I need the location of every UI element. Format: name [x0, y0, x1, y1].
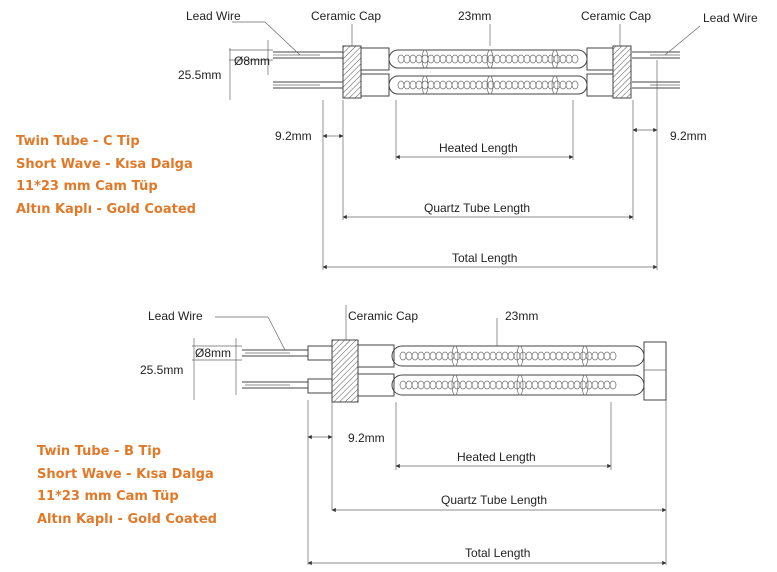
- c-label-quartz-length: Quartz Tube Length: [424, 201, 530, 215]
- b-label-wire-diameter: Ø8mm: [195, 346, 231, 360]
- b-tip-notes: Twin Tube - B Tip Short Wave - Kısa Dalg…: [37, 441, 217, 531]
- c-ceramic-cap-left: [342, 45, 362, 99]
- c-note-line-3: 11*23 mm Cam Tüp: [16, 179, 158, 194]
- c-quartz-tube-bottom: [388, 75, 588, 95]
- b-heating-coil-top: [399, 351, 617, 361]
- b-label-ceramic-cap: Ceramic Cap: [348, 309, 418, 323]
- c-tip-notes: Twin Tube - C Tip Short Wave - Kısa Dalg…: [16, 131, 196, 221]
- b-label-heated-length: Heated Length: [457, 450, 536, 464]
- c-label-tube-diameter: 23mm: [458, 9, 491, 23]
- c-coil-supports: [421, 49, 559, 95]
- b-label-tube-diameter: 23mm: [505, 309, 538, 323]
- c-note-line-4: Altın Kaplı - Gold Coated: [16, 201, 196, 217]
- b-label-height: 25.5mm: [140, 363, 183, 377]
- b-heating-coil-bottom: [399, 380, 617, 390]
- b-ceramic-cap: [331, 339, 359, 403]
- c-ceramic-cap-right: [612, 45, 632, 99]
- b-lead-wires: [242, 349, 308, 389]
- b-note-line-2: Short Wave - Kısa Dalga: [37, 466, 214, 482]
- c-note-line-2: Short Wave - Kısa Dalga: [16, 156, 193, 172]
- b-label-quartz-length: Quartz Tube Length: [441, 493, 547, 507]
- c-heating-coil-top: [397, 54, 579, 64]
- c-label-lead-wire-right: Lead Wire: [703, 11, 758, 25]
- c-lead-wires-left: [273, 51, 343, 89]
- c-label-total-length: Total Length: [452, 251, 517, 265]
- b-note-line-4: Altın Kaplı - Gold Coated: [37, 511, 217, 527]
- b-note-line-3: 11*23 mm Cam Tüp: [37, 489, 179, 504]
- b-tip-diagram: Lead Wire Ceramic Cap 23mm Ø8mm 25.5mm 9…: [140, 305, 667, 566]
- b-label-total-length: Total Length: [465, 546, 530, 560]
- c-note-line-1: Twin Tube - C Tip: [16, 134, 140, 149]
- c-label-lead-wire-left: Lead Wire: [186, 9, 241, 23]
- b-label-lead-wire: Lead Wire: [148, 309, 203, 323]
- c-label-cap-length-left: 9.2mm: [275, 129, 312, 143]
- b-note-line-1: Twin Tube - B Tip: [37, 444, 162, 459]
- c-label-cap-length-right: 9.2mm: [670, 129, 707, 143]
- c-label-heated-length: Heated Length: [439, 141, 518, 155]
- c-lead-wires-right: [632, 51, 680, 89]
- c-heating-coil-bottom: [397, 80, 579, 90]
- c-tip-diagram: Lead Wire Ceramic Cap 23mm Ceramic Cap L…: [178, 9, 758, 270]
- c-label-wire-diameter: Ø8mm: [234, 54, 270, 68]
- c-label-ceramic-cap-right: Ceramic Cap: [581, 9, 651, 23]
- b-coil-supports: [451, 345, 589, 396]
- b-label-cap-length: 9.2mm: [348, 431, 385, 445]
- c-quartz-tube-top: [388, 49, 588, 69]
- c-label-ceramic-cap-left: Ceramic Cap: [311, 9, 381, 23]
- c-label-height: 25.5mm: [178, 68, 221, 82]
